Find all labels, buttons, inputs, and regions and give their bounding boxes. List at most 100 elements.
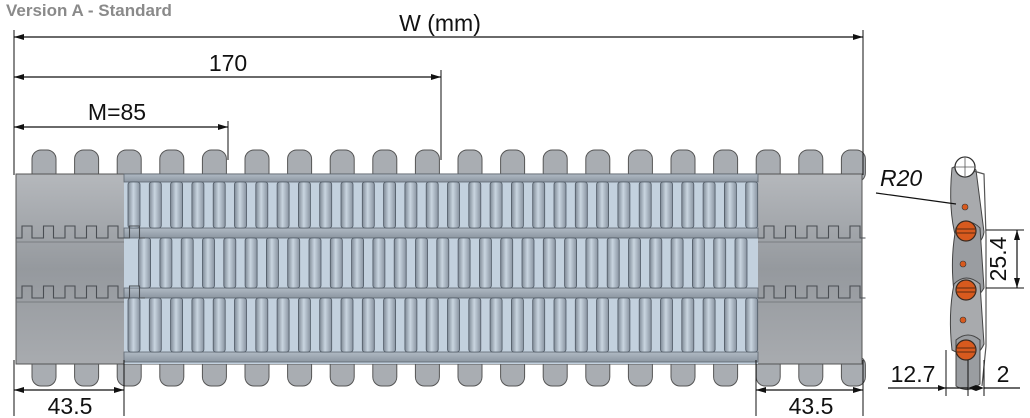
mesh-rib <box>265 237 279 289</box>
height-label: 12.7 <box>891 361 936 387</box>
module-ridge <box>123 227 759 239</box>
version-heading: Version A - Standard <box>6 1 172 20</box>
dimension-edge-right: 43.5 <box>755 360 864 418</box>
thickness-label: 2 <box>997 361 1010 387</box>
hinge-pin <box>955 220 977 242</box>
mesh-rib <box>649 237 663 289</box>
mesh-rib <box>489 181 503 229</box>
mesh-rib <box>542 237 556 289</box>
mesh-rib <box>159 237 173 289</box>
belt-front-view <box>15 149 866 387</box>
mesh-rib <box>180 237 194 289</box>
mesh-rib <box>564 237 577 289</box>
mesh-rib <box>532 181 546 229</box>
mesh-rib <box>521 237 535 289</box>
mesh-rib <box>489 297 503 353</box>
mesh-rib <box>724 181 737 229</box>
mesh-rib <box>457 237 471 289</box>
module-ridges <box>123 173 759 363</box>
edge-seam <box>16 285 145 299</box>
mesh-rib <box>468 181 482 229</box>
mesh-rib <box>553 297 567 353</box>
radius-callout: R20 <box>875 165 957 205</box>
mesh-rib <box>681 297 695 353</box>
mesh-rib <box>202 237 215 289</box>
mesh-rib <box>351 237 365 289</box>
module-label: M=85 <box>88 99 146 125</box>
mesh-rib <box>734 237 748 289</box>
mesh-rib <box>702 181 716 229</box>
mesh-rib <box>596 297 609 353</box>
mesh-rib <box>170 297 184 353</box>
width-label: W (mm) <box>399 10 481 36</box>
mesh-rib <box>553 181 567 229</box>
radius-label: R20 <box>880 165 922 191</box>
mesh-rib <box>404 297 418 353</box>
pitch-label: 25.4 <box>985 236 1011 281</box>
mesh-rib <box>415 237 428 289</box>
mesh-rib <box>393 237 407 289</box>
mesh-rib <box>148 181 162 229</box>
mesh-rib <box>329 237 343 289</box>
dimension-pitch: 25.4 <box>985 229 1024 289</box>
mesh-rib <box>681 181 695 229</box>
mesh-rib <box>297 297 311 353</box>
mesh-rib <box>276 181 290 229</box>
mesh-rib <box>138 237 152 289</box>
belt-side-view <box>949 156 987 390</box>
mesh-rib <box>660 181 673 229</box>
mesh-rib <box>255 297 269 353</box>
mesh-rib <box>308 237 322 289</box>
mesh-rib <box>468 297 482 353</box>
mesh-rib <box>510 297 524 353</box>
mesh-rib <box>692 237 705 289</box>
mesh-rib <box>361 181 375 229</box>
dimension-module: M=85 <box>14 99 229 160</box>
mesh-rib <box>500 237 514 289</box>
mesh-rib <box>361 297 375 353</box>
mesh-rib <box>478 237 492 289</box>
dimension-width: W (mm) <box>13 10 864 175</box>
mesh-rib <box>383 181 397 229</box>
mesh-rib <box>383 297 397 353</box>
mesh-rib <box>319 297 333 353</box>
mesh-rib <box>724 297 737 353</box>
pitch-double-label: 170 <box>209 50 247 76</box>
mesh-rib <box>191 297 205 353</box>
mesh-rib <box>745 181 759 229</box>
hinge-pin <box>955 279 977 301</box>
mesh-rib <box>319 181 333 229</box>
mesh-rib <box>447 181 460 229</box>
module-ridge <box>123 287 759 299</box>
mesh-rib <box>532 297 546 353</box>
edge-left-label: 43.5 <box>48 393 93 418</box>
mesh-rib <box>297 181 311 229</box>
dimension-edge-left: 43.5 <box>13 360 125 418</box>
mesh-rib <box>340 297 354 353</box>
mesh-rib <box>447 297 460 353</box>
mesh-rib <box>638 297 652 353</box>
mesh-rib <box>436 237 450 289</box>
solid-edge-notches <box>16 225 866 303</box>
module-ridge <box>123 351 759 363</box>
mesh-rib <box>372 237 386 289</box>
mesh-rib <box>244 237 258 289</box>
mesh-rib <box>574 297 588 353</box>
mesh-rib <box>212 297 226 353</box>
mesh-rib <box>606 237 620 289</box>
dimension-170: 170 <box>14 50 442 160</box>
mesh-rib <box>425 181 439 229</box>
mesh-rib <box>574 181 588 229</box>
mesh-rib <box>234 181 247 229</box>
mesh-rib <box>628 237 641 289</box>
mesh-rib <box>404 181 418 229</box>
mesh-rib <box>223 237 237 289</box>
mesh-rib <box>170 181 184 229</box>
mesh-rib <box>276 297 290 353</box>
mesh-rib <box>255 181 269 229</box>
mesh-rib <box>670 237 684 289</box>
mesh-rib <box>191 181 205 229</box>
mesh-rib <box>287 237 301 289</box>
